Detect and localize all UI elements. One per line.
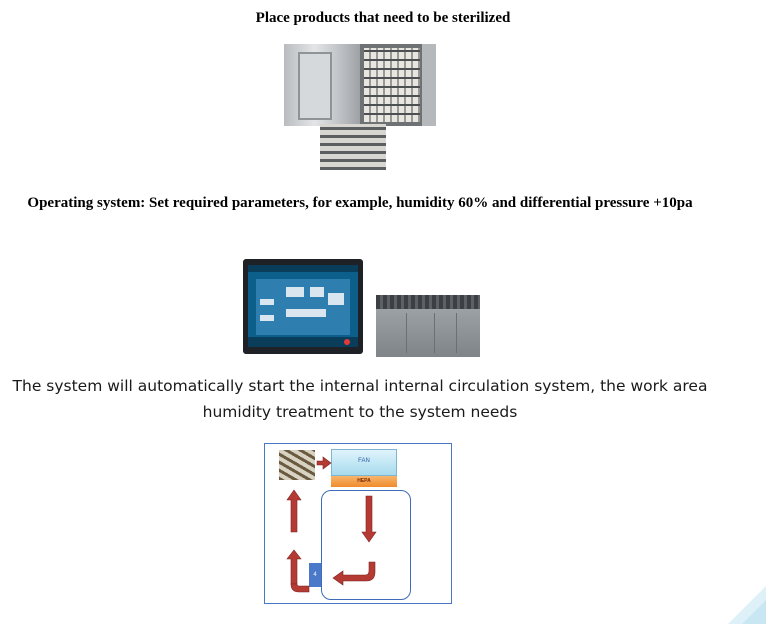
hmi-touch-panel-image	[243, 259, 363, 354]
arrow-elbow-icon	[290, 583, 310, 593]
dehumidifier-unit: 4	[309, 563, 321, 587]
arrow-return-icon	[332, 561, 376, 586]
paragraph-circulation-system: The system will automatically start the …	[12, 377, 708, 421]
corner-decoration	[728, 586, 766, 624]
stop-button-icon	[344, 339, 350, 345]
hepa-filter-box: HEPA	[331, 476, 397, 487]
circulation-arrows	[286, 456, 377, 593]
arrow-right-icon	[316, 456, 332, 470]
circulation-diagram: FAN HEPA 4	[264, 443, 452, 604]
fan-box: FAN	[331, 449, 397, 476]
chamber-door	[284, 44, 360, 126]
product-thumbnail	[279, 450, 315, 480]
heading-operating-system: Operating system: Set required parameter…	[27, 195, 693, 211]
work-area-outline	[321, 490, 411, 600]
chamber-rack	[360, 44, 436, 126]
plc-controller-image	[376, 295, 480, 357]
arrow-up-icon	[286, 549, 302, 585]
arrow-up-icon	[286, 489, 302, 533]
chamber-tray	[320, 124, 386, 170]
arrow-down-icon	[361, 495, 377, 543]
heading-place-products: Place products that need to be sterilize…	[255, 10, 511, 26]
sterilization-chamber-photo	[284, 44, 436, 170]
